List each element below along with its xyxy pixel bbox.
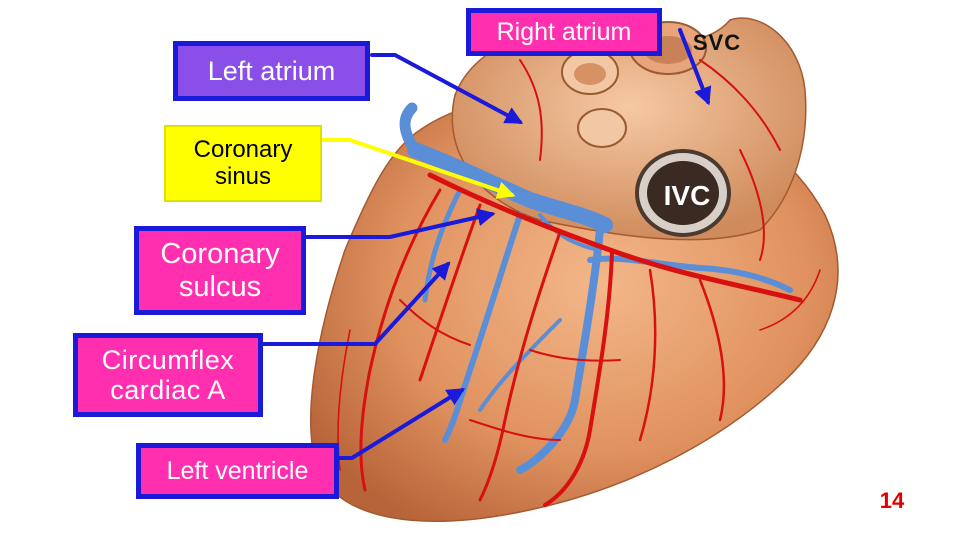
label-coronary-sinus: Coronary sinus bbox=[164, 125, 322, 202]
label-ivc: IVC bbox=[663, 180, 711, 212]
pointer-left-ventricle bbox=[337, 388, 466, 460]
label-svc: SVC bbox=[692, 29, 742, 55]
pointer-coronary-sulcus bbox=[304, 208, 496, 239]
pulmonary-vein-stub bbox=[577, 108, 627, 148]
heart-illustration bbox=[310, 17, 839, 522]
coronary-arteries bbox=[337, 59, 821, 507]
label-circumflex-cardiac-artery: Circumflex cardiac A bbox=[73, 333, 263, 417]
slide-page-number: 14 bbox=[879, 488, 905, 513]
pointer-coronary-sinus bbox=[320, 138, 516, 199]
pointer-circumflex bbox=[261, 261, 451, 346]
pointer-lines bbox=[261, 28, 712, 460]
pointer-left-atrium bbox=[370, 53, 524, 124]
pointer-svc bbox=[678, 28, 712, 106]
label-right-atrium: Right atrium bbox=[466, 8, 662, 56]
coronary-veins bbox=[399, 102, 793, 474]
label-left-atrium: Left atrium bbox=[173, 41, 370, 101]
label-left-ventricle: Left ventricle bbox=[136, 443, 339, 499]
label-coronary-sulcus: Coronary sulcus bbox=[134, 226, 306, 315]
